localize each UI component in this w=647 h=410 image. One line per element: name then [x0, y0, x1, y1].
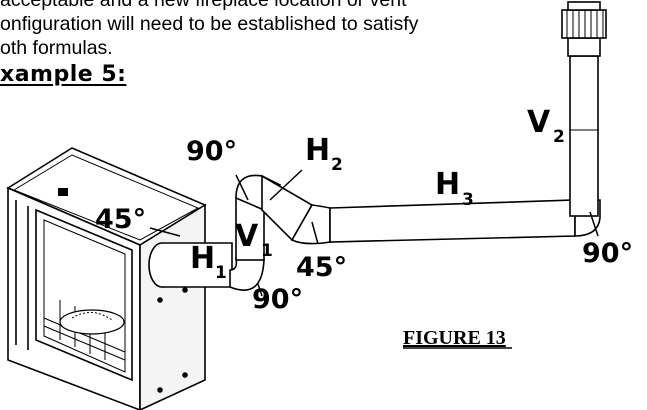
h1-label: H: [190, 241, 215, 276]
angle-45-left-label: 45°: [95, 204, 146, 235]
v1-label: V: [235, 219, 259, 254]
v2-subscript: 2: [553, 127, 565, 147]
leader-lines: [149, 169, 599, 297]
h3-subscript: 3: [462, 190, 474, 210]
h1-subscript: 1: [215, 263, 227, 283]
angle-90-top-label: 90°: [186, 136, 237, 167]
angle-90-bottom-label: 90°: [252, 284, 303, 315]
paragraph-line-2: onfiguration will need to be established…: [0, 13, 419, 35]
h2-subscript: 2: [331, 155, 343, 175]
h2-label: H: [305, 133, 330, 168]
paragraph-line-1: acceptable and a new fireplace location …: [0, 0, 407, 11]
vent-pipe: [148, 1, 607, 291]
paragraph-line-3: oth formulas.: [0, 37, 113, 59]
h3-label: H: [435, 167, 460, 202]
intro-paragraph: acceptable and a new fireplace location …: [0, 0, 560, 60]
angle-45-mid-label: 45°: [296, 252, 347, 283]
v2-label: V: [527, 105, 551, 140]
example-heading: xample 5:: [0, 62, 127, 87]
angle-90-right-label: 90°: [582, 238, 633, 269]
figure-caption: FIGURE 13: [403, 327, 506, 349]
v1-subscript: 1: [261, 241, 273, 261]
